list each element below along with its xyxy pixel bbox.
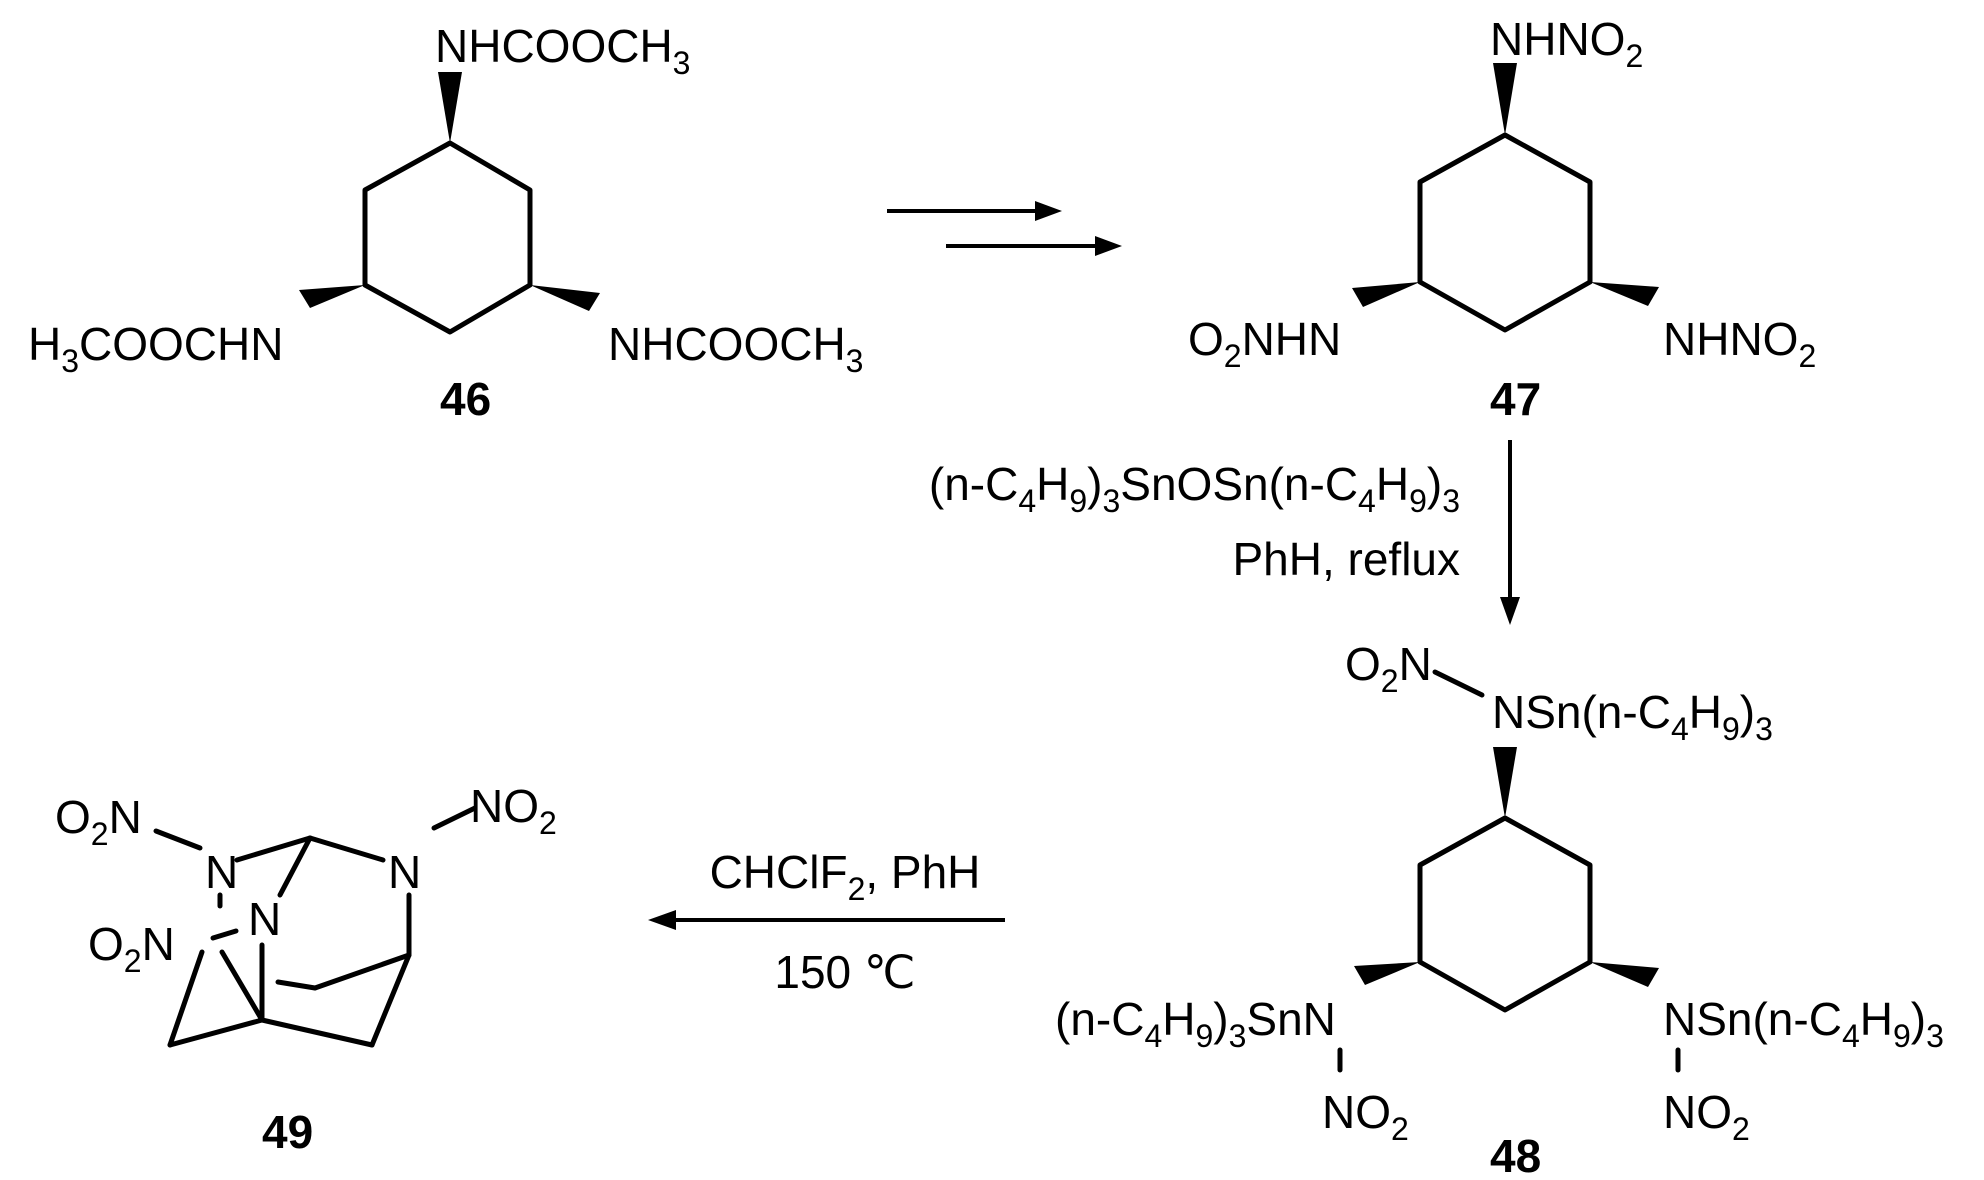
label-49-n-right: N bbox=[388, 846, 421, 898]
compound-46: NHCOOCH3 H3COOCHN NHCOOCH3 46 bbox=[28, 20, 863, 425]
label-49-no2-mid-left: O2N bbox=[88, 918, 175, 979]
step2-reagent: CHClF2, PhH bbox=[710, 846, 981, 907]
step2-arrow bbox=[648, 910, 1005, 930]
label-48-left-no2: NO2 bbox=[1322, 1086, 1409, 1147]
wedge-48-top bbox=[1493, 747, 1517, 818]
compound-number-47: 47 bbox=[1490, 373, 1541, 425]
label-49-n-back: N bbox=[248, 893, 281, 945]
compound-49: O2N NO2 O2N N N N 49 bbox=[55, 780, 557, 1158]
ring-46 bbox=[362, 140, 533, 335]
label-48-left: (n-C4H9)3SnN bbox=[1055, 993, 1336, 1054]
wedge-48-right bbox=[1590, 962, 1659, 987]
compound-47: NHNO2 O2NHN NHNO2 47 bbox=[1188, 13, 1816, 425]
label-47-left: O2NHN bbox=[1188, 313, 1341, 374]
compound-number-46: 46 bbox=[440, 373, 491, 425]
compound-number-49: 49 bbox=[262, 1106, 313, 1158]
label-49-n-left: N bbox=[205, 846, 238, 898]
label-47-right: NHNO2 bbox=[1663, 313, 1816, 374]
label-46-left: H3COOCHN bbox=[28, 318, 283, 379]
wedge-47-top bbox=[1493, 63, 1517, 135]
multistep-arrow bbox=[887, 201, 1122, 256]
wedge-48-left bbox=[1354, 962, 1420, 985]
label-48-right: NSn(n-C4H9)3 bbox=[1663, 993, 1944, 1054]
step1-arrow bbox=[1500, 440, 1520, 625]
wedge-47-left bbox=[1352, 282, 1420, 307]
label-47-top: NHNO2 bbox=[1490, 13, 1643, 74]
compound-48: O2N NSn(n-C4H9)3 (n-C4H9)3SnN NO2 NSn(n-… bbox=[1055, 638, 1944, 1180]
ring-47 bbox=[1417, 132, 1593, 333]
label-48-top-o2n: O2N bbox=[1345, 638, 1432, 699]
wedge-46-right bbox=[530, 285, 600, 311]
label-49-no2-top-right: NO2 bbox=[470, 780, 557, 841]
label-49-no2-top-left: O2N bbox=[55, 791, 142, 852]
compound-number-48: 48 bbox=[1490, 1130, 1541, 1180]
wedge-46-top bbox=[438, 72, 462, 143]
wedge-47-right bbox=[1590, 282, 1659, 306]
label-48-right-no2: NO2 bbox=[1663, 1086, 1750, 1147]
label-46-right: NHCOOCH3 bbox=[608, 318, 863, 379]
step2-conditions: 150 ℃ bbox=[774, 946, 915, 998]
wedge-46-left bbox=[299, 285, 365, 308]
step1-reagent: (n-C4H9)3SnOSn(n-C4H9)3 bbox=[929, 458, 1460, 519]
step1-conditions: PhH, reflux bbox=[1232, 533, 1460, 585]
label-48-top: NSn(n-C4H9)3 bbox=[1492, 686, 1773, 747]
label-46-top: NHCOOCH3 bbox=[435, 20, 690, 81]
cage-bonds-49 bbox=[153, 805, 478, 1048]
ring-48 bbox=[1417, 815, 1593, 1013]
